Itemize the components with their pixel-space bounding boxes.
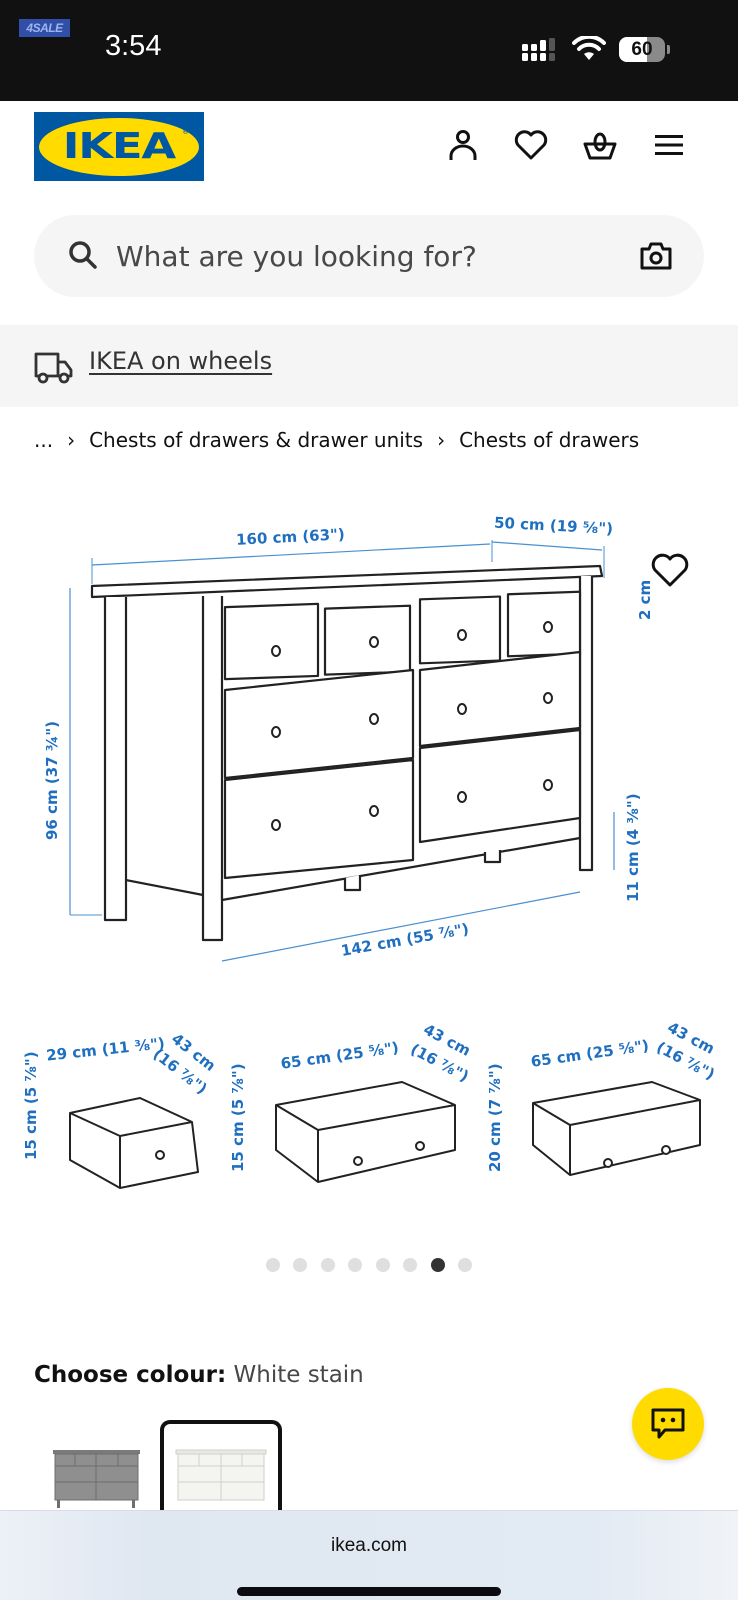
dim-width: 160 cm (63") — [236, 525, 345, 549]
basket-icon[interactable] — [582, 127, 618, 163]
menu-icon[interactable] — [651, 127, 687, 163]
battery-tip — [667, 45, 670, 54]
registered-mark: ® — [182, 127, 189, 136]
drawer-diagram-3: 65 cm (25 ⅝") 43 cm (16 ⅞") 20 cm (7 ⅞") — [486, 1018, 718, 1176]
svg-text:15 cm (5 ⅞"): 15 cm (5 ⅞") — [22, 1051, 40, 1160]
add-to-favourites-icon[interactable] — [648, 548, 692, 592]
truck-icon — [34, 352, 73, 384]
drawer-diagram-2: 65 cm (25 ⅝") 43 cm (16 ⅞") 15 cm (5 ⅞") — [229, 1020, 474, 1183]
signal-icon — [522, 38, 555, 61]
logo-text: IKEA — [62, 126, 176, 167]
dimension-diagram: 160 cm (63") 50 cm (19 ⅝") 2 cm 96 cm (3… — [22, 514, 718, 1189]
carousel-dot[interactable] — [375, 1258, 390, 1272]
svg-text:15 cm (5 ⅞"): 15 cm (5 ⅞") — [229, 1063, 247, 1172]
carousel-dot[interactable] — [320, 1258, 335, 1272]
url-text[interactable]: ikea.com — [330, 1535, 408, 1556]
colour-swatch-grey[interactable] — [48, 1420, 166, 1510]
drawer-diagram-1: 29 cm (11 ⅜") 43 cm (16 ⅞") 15 cm (5 ⅞") — [22, 1030, 219, 1189]
heart-icon[interactable] — [513, 127, 549, 163]
status-bar: 4SALE 3:54 60 — [0, 0, 738, 101]
colour-label-value: White stain — [233, 1362, 364, 1388]
colour-label-title: Choose colour: — [34, 1362, 227, 1388]
colour-selector-label: Choose colour: White stain — [34, 1362, 364, 1388]
breadcrumb-item-ellipsis[interactable]: ... — [34, 428, 54, 452]
breadcrumb-item-drawer-units[interactable]: Chests of drawers & drawer units — [89, 428, 424, 452]
carousel-dot[interactable] — [458, 1258, 473, 1272]
battery-level: 60 — [631, 39, 653, 60]
product-image-carousel[interactable]: 160 cm (63") 50 cm (19 ⅝") 2 cm 96 cm (3… — [0, 500, 738, 1230]
dim-depth: 50 cm (19 ⅝") — [494, 514, 614, 538]
white-chest-thumbnail — [175, 1449, 267, 1501]
breadcrumb: ... › Chests of drawers & drawer units ›… — [34, 428, 639, 452]
colour-swatch-white-selected[interactable] — [160, 1420, 282, 1510]
svg-text:20 cm (7 ⅞"): 20 cm (7 ⅞") — [486, 1063, 504, 1172]
battery-icon: 60 — [619, 37, 665, 62]
search-input[interactable] — [116, 231, 616, 281]
breadcrumb-separator: › — [67, 428, 76, 452]
svg-text:65 cm (25 ⅝"): 65 cm (25 ⅝") — [280, 1038, 400, 1072]
carousel-dot-active[interactable] — [430, 1258, 445, 1272]
svg-text:29 cm (11 ⅜"): 29 cm (11 ⅜") — [45, 1034, 165, 1064]
carousel-dot[interactable] — [293, 1258, 308, 1272]
site-header: IKEA ® — [0, 101, 738, 201]
dim-height: 96 cm (37 ¾") — [43, 721, 61, 840]
dim-top-thickness: 2 cm — [636, 580, 654, 620]
search-icon — [69, 241, 97, 269]
svg-text:65 cm (25 ⅝"): 65 cm (25 ⅝") — [530, 1036, 650, 1070]
carousel-dot[interactable] — [265, 1258, 280, 1272]
carousel-dot[interactable] — [348, 1258, 363, 1272]
logo-oval: IKEA ® — [39, 117, 199, 176]
ikea-on-wheels-link[interactable]: IKEA on wheels — [89, 347, 273, 375]
camera-icon[interactable] — [638, 238, 674, 274]
ikea-logo[interactable]: IKEA ® — [34, 112, 204, 181]
browser-address-bar[interactable]: ikea.com — [0, 1510, 738, 1600]
grey-chest-thumbnail — [53, 1450, 140, 1508]
app-badge: 4SALE — [19, 19, 70, 37]
status-time: 3:54 — [105, 30, 162, 62]
carousel-dot[interactable] — [403, 1258, 418, 1272]
ikea-on-wheels-banner: IKEA on wheels — [0, 325, 738, 407]
chat-icon — [651, 1408, 685, 1439]
carousel-pagination — [0, 1258, 738, 1272]
user-icon[interactable] — [445, 127, 481, 163]
chat-button[interactable] — [632, 1388, 704, 1460]
wifi-icon — [572, 36, 606, 60]
dim-leg-height: 11 cm (4 ⅜") — [624, 793, 642, 902]
breadcrumb-item-chests[interactable]: Chests of drawers — [459, 428, 640, 452]
breadcrumb-separator: › — [437, 428, 446, 452]
home-indicator[interactable] — [237, 1587, 501, 1596]
search-bar[interactable] — [34, 215, 704, 297]
